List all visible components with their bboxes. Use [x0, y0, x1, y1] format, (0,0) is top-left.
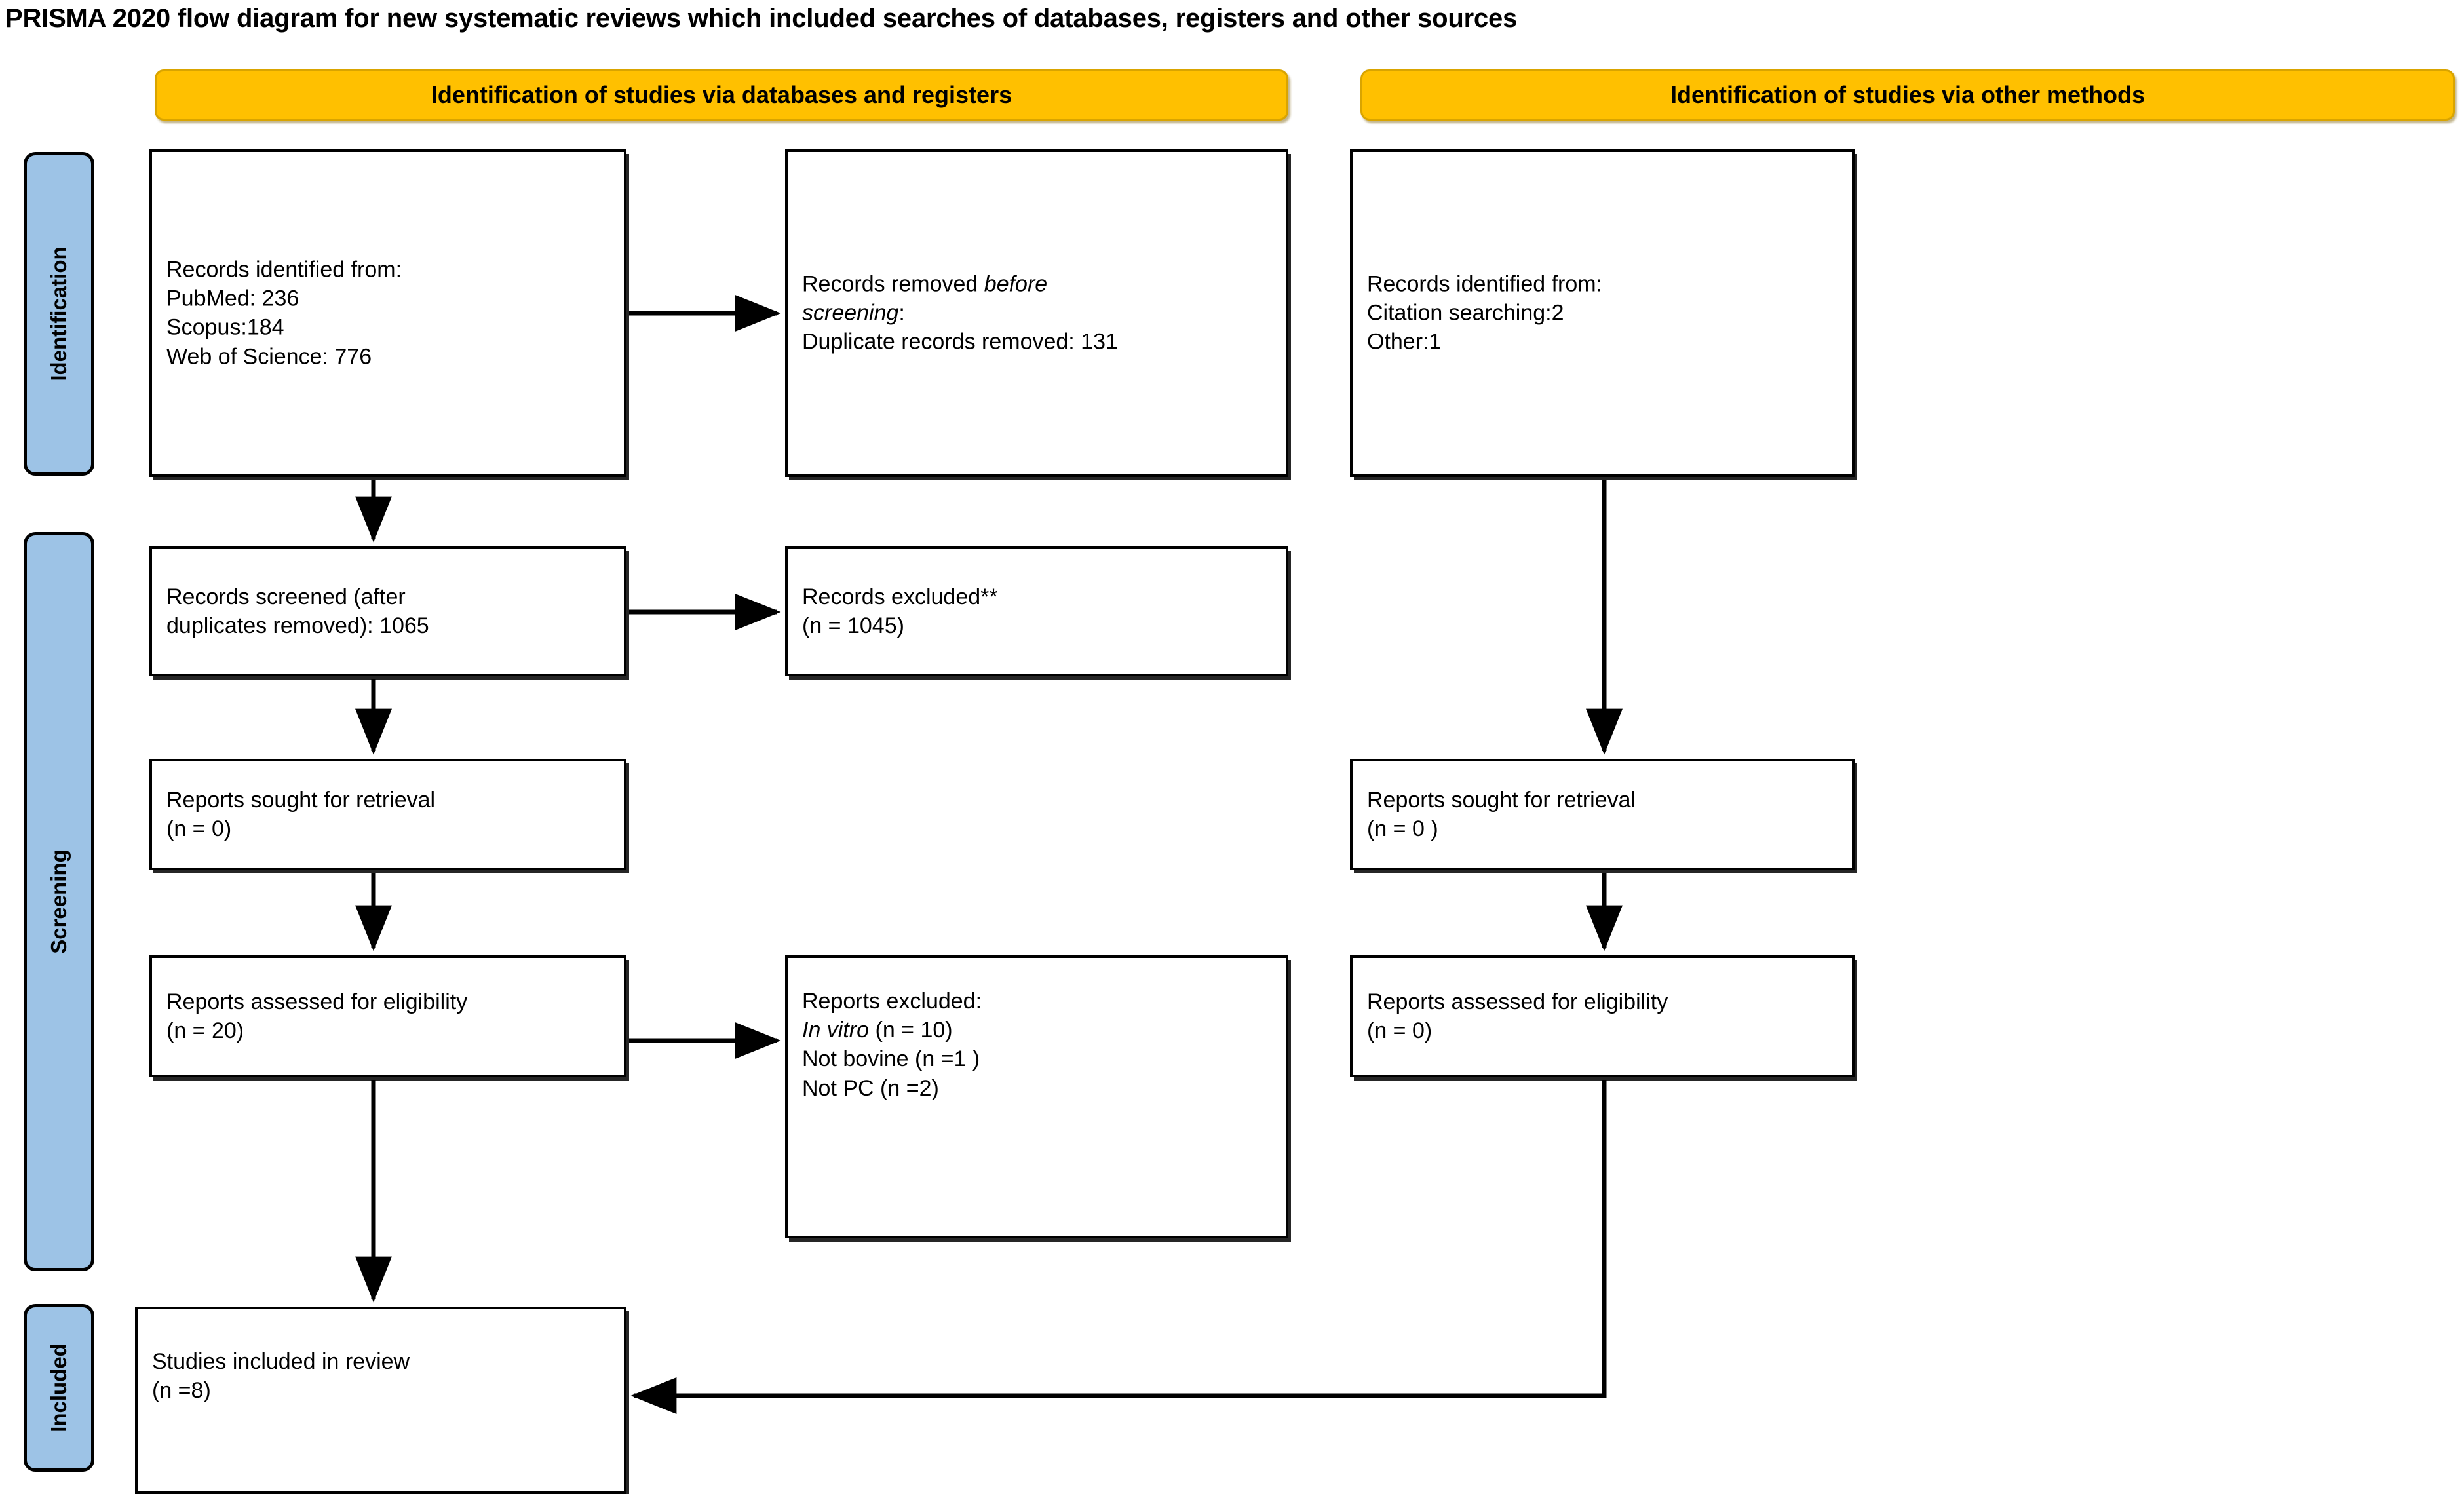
reports-assessed-other-line1: Reports assessed for eligibility	[1367, 989, 1668, 1014]
reports-assessed-db-line1: Reports assessed for eligibility	[166, 989, 468, 1014]
reports-assessed-other-line2: (n = 0)	[1367, 1018, 1433, 1043]
records-identified-db-line3: Scopus:184	[166, 315, 284, 340]
records-screened-line2: duplicates removed): 1065	[166, 613, 429, 638]
node-reports-excluded: Reports excluded: In vitro (n = 10) Not …	[785, 955, 1288, 1238]
reports-sought-other-line1: Reports sought for retrieval	[1367, 787, 1636, 813]
node-records-excluded: Records excluded** (n = 1045)	[785, 546, 1288, 676]
records-identified-db-line4: Web of Science: 776	[166, 344, 372, 370]
reports-sought-db-line2: (n = 0)	[166, 816, 232, 841]
reports-sought-other-line2: (n = 0 )	[1367, 816, 1438, 841]
node-records-excluded-text: Records excluded** (n = 1045)	[802, 583, 1277, 640]
node-records-removed-before-screening: Records removed before screening: Duplicat…	[785, 149, 1288, 477]
reports-excluded-line2b: (n = 10)	[869, 1018, 953, 1043]
records-excluded-line1: Records excluded**	[802, 584, 998, 609]
banner-databases-registers-label: Identification of studies via databases …	[431, 81, 1012, 108]
node-records-identified-other-text: Records identified from: Citation search…	[1367, 270, 1843, 357]
stage-bar-screening: Screening	[24, 532, 94, 1271]
node-reports-sought-databases-text: Reports sought for retrieval (n = 0)	[166, 786, 615, 843]
banner-other-methods-label: Identification of studies via other meth…	[1670, 81, 2146, 108]
node-records-screened: Records screened (after duplicates remove…	[149, 546, 626, 676]
page-title: PRISMA 2020 flow diagram for new systema…	[5, 4, 1518, 33]
node-reports-assessed-databases: Reports assessed for eligibility (n = 20)	[149, 955, 626, 1077]
node-records-identified-other: Records identified from: Citation search…	[1350, 149, 1855, 477]
studies-included-line1: Studies included in review	[152, 1349, 410, 1374]
node-reports-excluded-text: Reports excluded: In vitro (n = 10) Not …	[802, 987, 1277, 1103]
records-screened-line1: Records screened (after	[166, 584, 406, 609]
node-studies-included-text: Studies included in review (n =8)	[152, 1347, 615, 1405]
studies-included-line2: (n =8)	[152, 1378, 211, 1404]
records-removed-line2a: screening	[802, 300, 899, 326]
reports-sought-db-line1: Reports sought for retrieval	[166, 787, 436, 813]
reports-excluded-line1: Reports excluded:	[802, 989, 982, 1014]
stage-bar-included: Included	[24, 1304, 94, 1472]
node-reports-sought-databases: Reports sought for retrieval (n = 0)	[149, 759, 626, 870]
records-identified-other-line3: Other:1	[1367, 330, 1442, 355]
records-identified-other-line2: Citation searching:2	[1367, 300, 1564, 326]
records-removed-line1b: before	[984, 271, 1048, 297]
records-removed-line3: Duplicate records removed: 131	[802, 330, 1118, 355]
node-studies-included: Studies included in review (n =8)	[135, 1307, 626, 1494]
banner-other-methods: Identification of studies via other meth…	[1360, 69, 2455, 121]
stage-label-included: Included	[47, 1343, 71, 1432]
stage-bar-identification: Identification	[24, 152, 94, 476]
reports-excluded-line4: Not PC (n =2)	[802, 1075, 939, 1101]
records-identified-db-line2: PubMed: 236	[166, 286, 299, 311]
records-removed-line2b: :	[898, 300, 905, 326]
stage-label-screening: Screening	[47, 849, 71, 954]
records-identified-db-line1: Records identified from:	[166, 257, 402, 282]
reports-excluded-line2a: In vitro	[802, 1018, 870, 1043]
banner-databases-registers: Identification of studies via databases …	[155, 69, 1288, 121]
reports-excluded-line3: Not bovine (n =1 )	[802, 1046, 980, 1072]
reports-assessed-db-line2: (n = 20)	[166, 1018, 244, 1043]
records-removed-line1a: Records removed	[802, 271, 984, 297]
node-reports-sought-other: Reports sought for retrieval (n = 0 )	[1350, 759, 1855, 870]
records-identified-other-line1: Records identified from:	[1367, 271, 1603, 297]
node-records-removed-text: Records removed before screening: Duplicat…	[802, 270, 1277, 357]
node-reports-assessed-other: Reports assessed for eligibility (n = 0)	[1350, 955, 1855, 1077]
node-reports-sought-other-text: Reports sought for retrieval (n = 0 )	[1367, 786, 1843, 843]
node-reports-assessed-other-text: Reports assessed for eligibility (n = 0)	[1367, 987, 1843, 1045]
records-excluded-line2: (n = 1045)	[802, 613, 904, 638]
node-reports-assessed-databases-text: Reports assessed for eligibility (n = 20)	[166, 987, 615, 1045]
node-records-screened-text: Records screened (after duplicates remove…	[166, 583, 615, 640]
stage-label-identification: Identification	[47, 246, 71, 381]
